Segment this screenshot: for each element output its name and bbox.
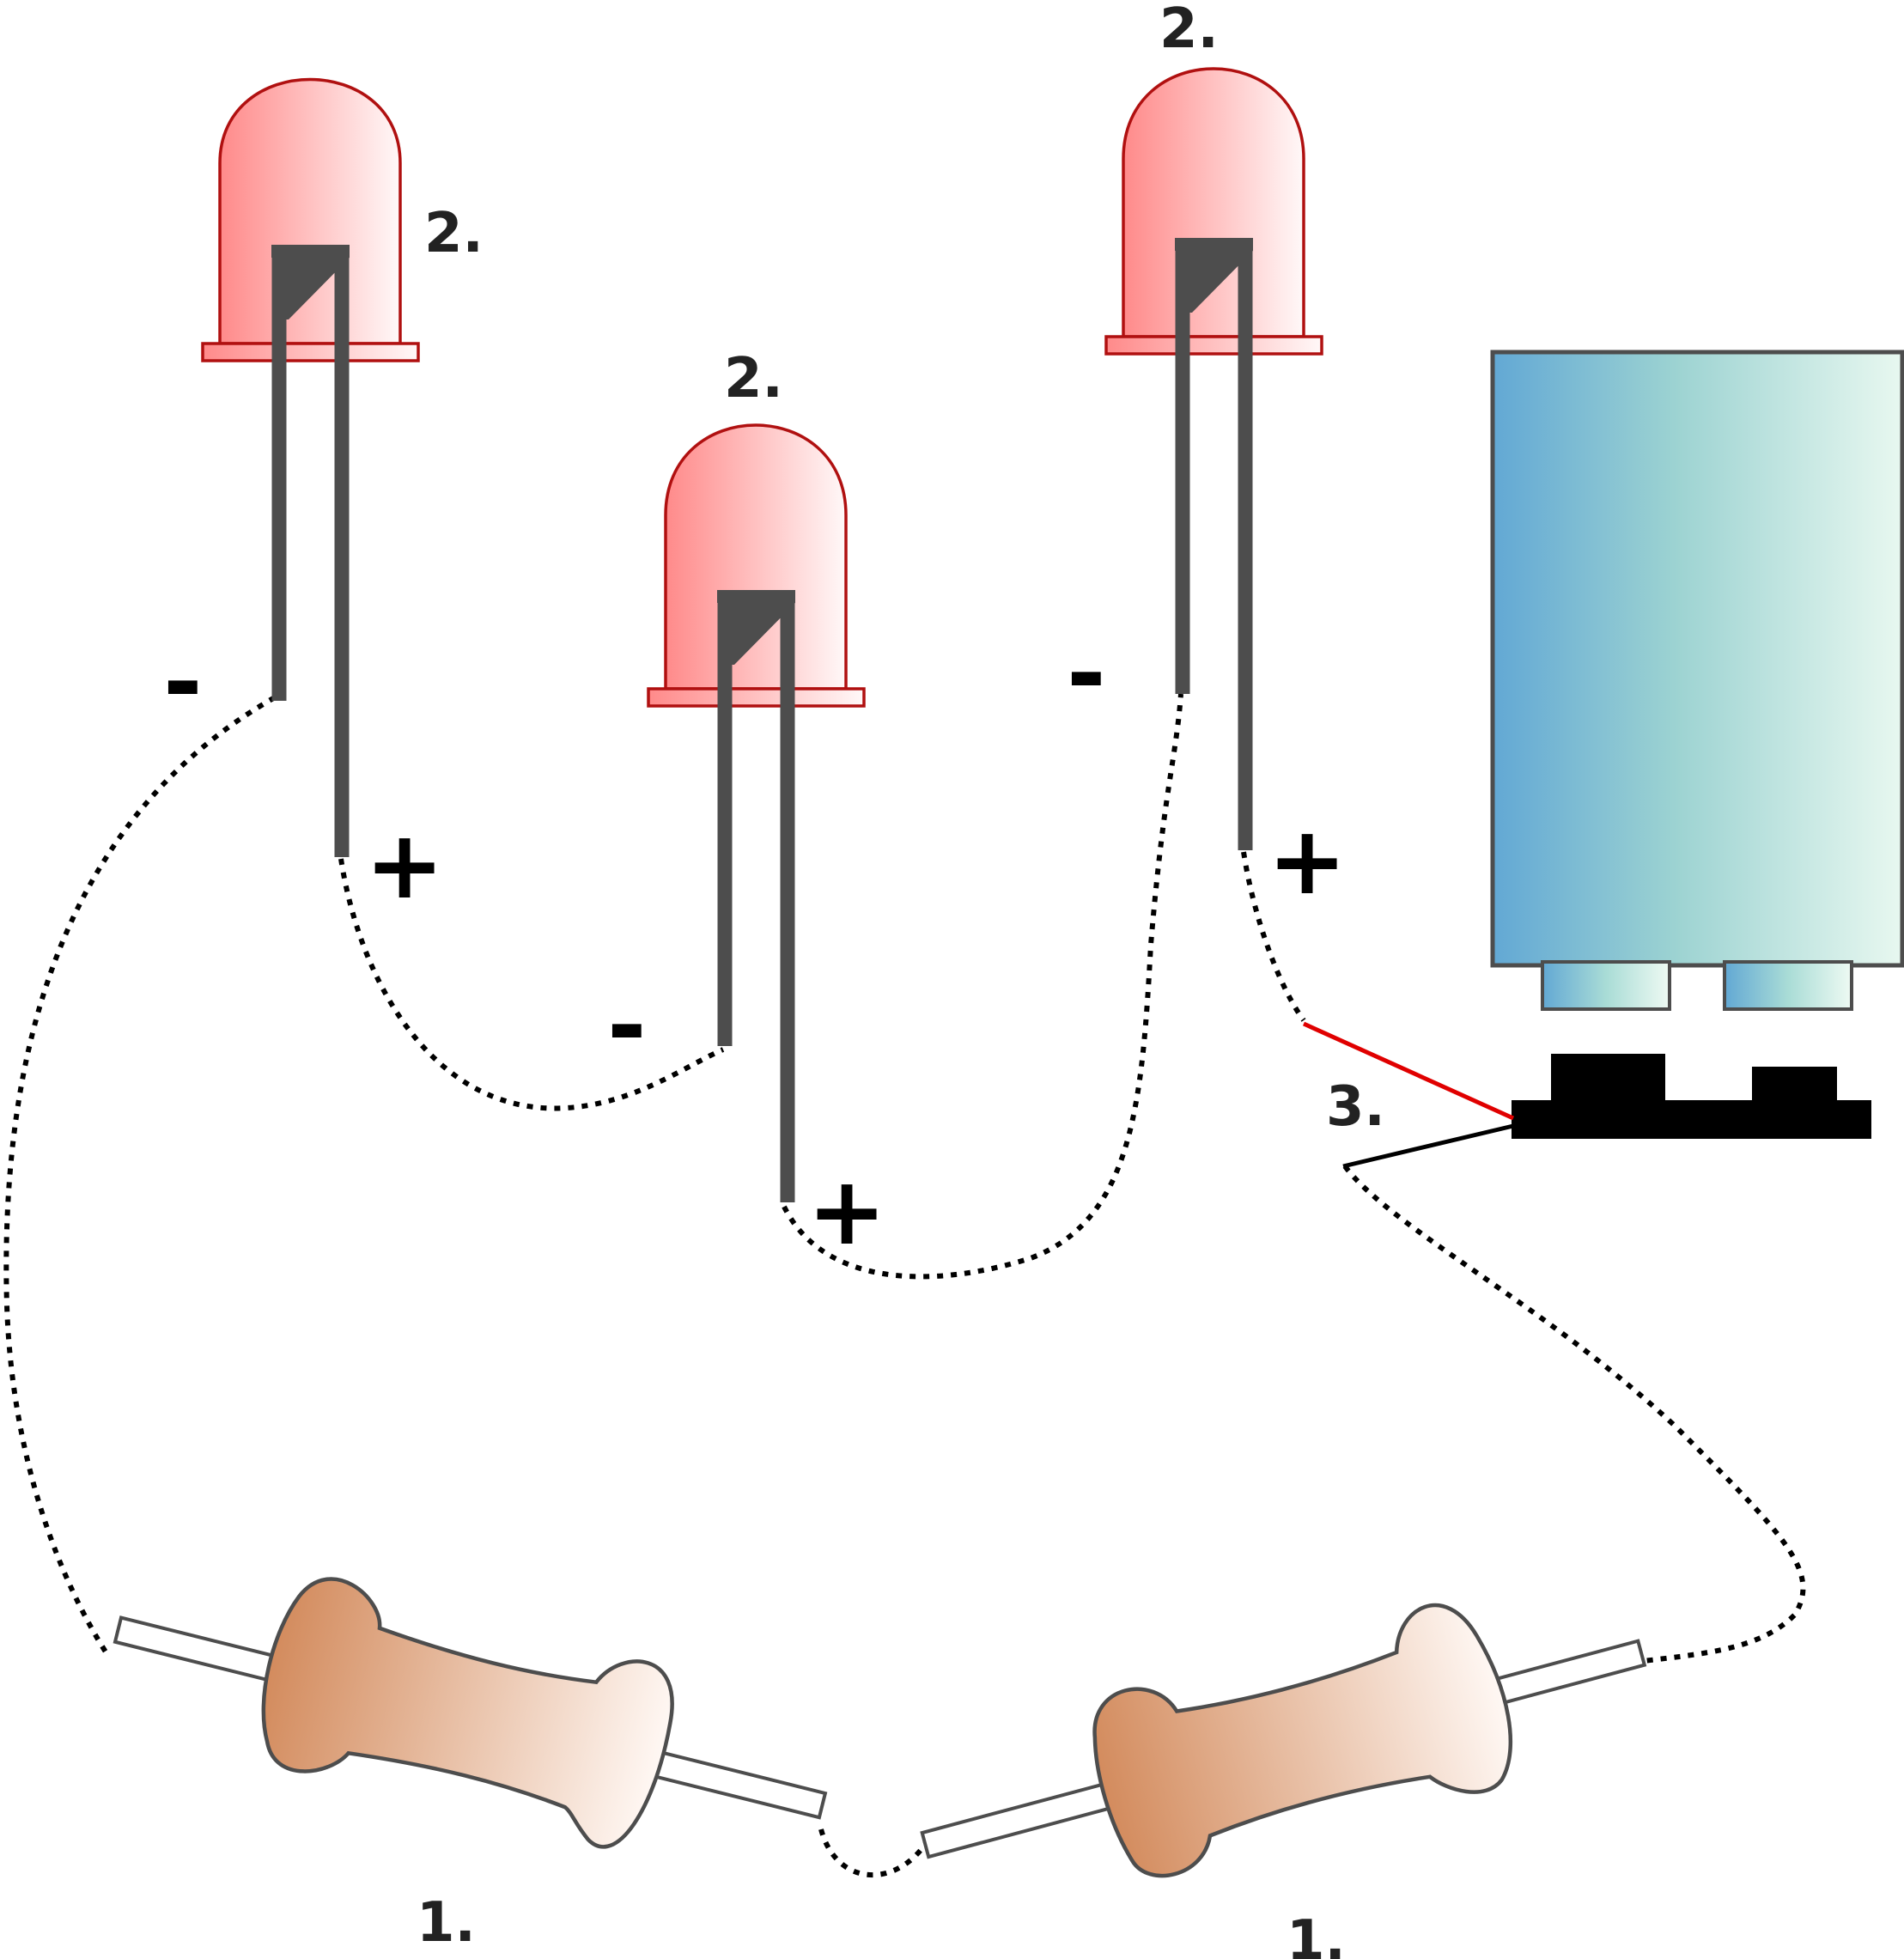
led-dome [1122,67,1305,338]
led-rim [647,687,866,708]
led-2 [647,423,866,1202]
battery-terminal-right [1723,960,1853,1011]
led-dome [218,77,402,345]
resistor-2-label: 1. [1287,1909,1346,1959]
battery [1490,350,1904,1011]
resistor-lead-left [920,1780,1118,1859]
switch-wire-red [1302,1021,1515,1121]
battery-icon [1490,350,1904,968]
switch-button-left [1551,1054,1665,1105]
wire-switch-to-resistor2 [1342,1165,1806,1664]
led-rim [1104,335,1323,356]
led-3-plus-sign: + [1268,806,1347,916]
resistor-1-label: 1. [417,1891,476,1955]
wires [3,693,1806,1878]
led-anvil [1175,238,1253,313]
led-1 [201,77,420,857]
led-2-label: 2. [724,347,783,411]
switch-base [1512,1100,1871,1139]
switch-wire-black [1342,1123,1514,1169]
led-1-label: 2. [424,202,484,265]
resistor-2 [920,1603,1647,1878]
led-2-plus-sign: + [807,1156,886,1266]
led-1-plus-sign: + [365,810,444,920]
switch-label: 3. [1326,1075,1385,1139]
polarity-signs: - + - + - + [163,618,1347,1266]
led-3-minus-sign: - [1067,618,1106,728]
led-rim [201,342,420,362]
led-1-minus-sign: - [163,627,203,737]
led-3-label: 2. [1159,0,1219,61]
resistor-1 [113,1577,828,1849]
switch-button-right [1752,1067,1837,1105]
led-anvil [271,245,350,319]
labels: 2. 2. 2. 3. 1. 1. [417,0,1385,1959]
wire-led3-plus-to-switch [1241,851,1306,1022]
switch [1302,1021,1871,1169]
wire-led1-plus-to-led2-minus [338,858,725,1111]
led-anvil [717,590,795,665]
wire-led1-minus-to-resistor1 [3,695,277,1655]
resistor-body [1092,1603,1512,1878]
resistor-body [261,1577,674,1849]
led-2-minus-sign: - [607,970,647,1080]
led-dome [664,423,848,691]
battery-terminal-left [1541,960,1671,1011]
wire-resistor1-to-resistor2 [818,1828,934,1878]
led-3 [1104,67,1323,850]
